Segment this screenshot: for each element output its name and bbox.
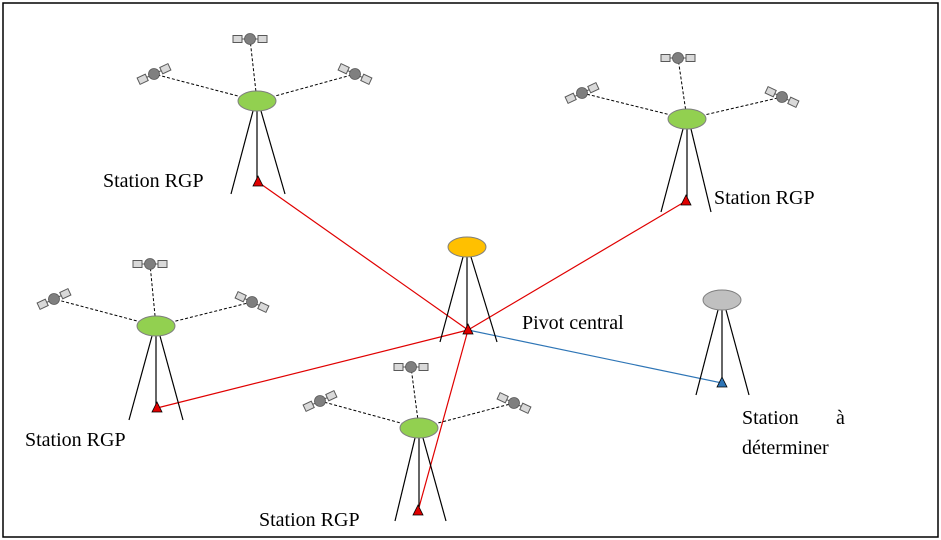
station-rgp-bottom-satellite-icon-3 (496, 391, 532, 415)
station-rgp-top-left-satellite-icon-1 (136, 62, 172, 86)
pivot-central-station-triangle-marker-icon (462, 323, 474, 335)
station-rgp-bottom-satellite-icon-2 (393, 361, 429, 373)
station-rgp-bottom (302, 361, 532, 522)
station-rgp-left (36, 258, 270, 421)
station-rgp-bottom-triangle-marker-icon (412, 504, 424, 516)
station-rgp-top-right-tripod-icon (660, 128, 712, 213)
station-rgp-bottom-satellite-icon-1 (302, 389, 338, 413)
station-rgp-top-left (136, 33, 373, 195)
station-rgp-top-right-satellite-icon-2 (660, 52, 696, 64)
station-rgp-top-left-tripod-icon (230, 110, 286, 195)
station-to-determine-triangle-marker-icon (716, 376, 728, 388)
stations-layer (36, 33, 800, 522)
station-to-determine-receiver (702, 289, 742, 311)
pivot-central-station (439, 236, 498, 343)
station-rgp-label-top-left: Station RGP (103, 170, 204, 192)
station-rgp-top-right-triangle-marker-icon (680, 194, 692, 206)
station-rgp-top-right (564, 52, 800, 213)
link-pivot-to-left (156, 329, 469, 409)
link-pivot-to-top-right (467, 200, 687, 331)
station-rgp-top-left-satellite-icon-2 (232, 33, 268, 45)
station-rgp-top-left-receiver (237, 90, 277, 112)
station-rgp-left-satellite-icon-3 (234, 290, 270, 314)
station-rgp-left-triangle-marker-icon (151, 401, 163, 413)
station-rgp-left-satellite-icon-2 (132, 258, 168, 270)
pivot-central-station-tripod-icon (439, 256, 498, 343)
link-pivot-to-top-left (257, 181, 469, 331)
pivot-central-station-receiver (447, 236, 487, 258)
station-rgp-top-left-triangle-marker-icon (252, 175, 264, 187)
link-pivot-to-target (467, 329, 723, 384)
station-rgp-left-satellite-icon-1 (36, 287, 72, 311)
station-to-determine-line-2: déterminer (742, 437, 829, 459)
station-to-determine-word-a: à (836, 407, 845, 429)
station-rgp-top-right-satellite-icon-3 (764, 85, 800, 109)
station-rgp-label-top-right: Station RGP (714, 187, 815, 209)
station-rgp-left-receiver (136, 315, 176, 337)
link-pivot-to-bottom (417, 329, 469, 512)
station-to-determine (695, 289, 750, 396)
station-rgp-top-left-satellite-icon-3 (337, 62, 373, 86)
station-rgp-label-bottom: Station RGP (259, 509, 360, 531)
station-to-determine-label: Station à déterminer (742, 403, 850, 463)
pivot-central-label: Pivot central (522, 312, 624, 334)
station-rgp-left-tripod-icon (128, 335, 184, 421)
station-rgp-top-right-receiver (667, 108, 707, 130)
station-rgp-bottom-tripod-icon (394, 437, 447, 522)
station-rgp-top-right-signal-line (581, 92, 688, 120)
station-rgp-top-right-satellite-icon-1 (564, 81, 600, 105)
station-to-determine-line-1: Station à (742, 403, 850, 433)
station-rgp-label-left: Station RGP (25, 429, 126, 451)
links-layer (156, 181, 723, 512)
station-rgp-bottom-receiver (399, 417, 439, 439)
station-to-determine-word-station: Station (742, 407, 799, 429)
station-to-determine-tripod-icon (695, 309, 750, 396)
